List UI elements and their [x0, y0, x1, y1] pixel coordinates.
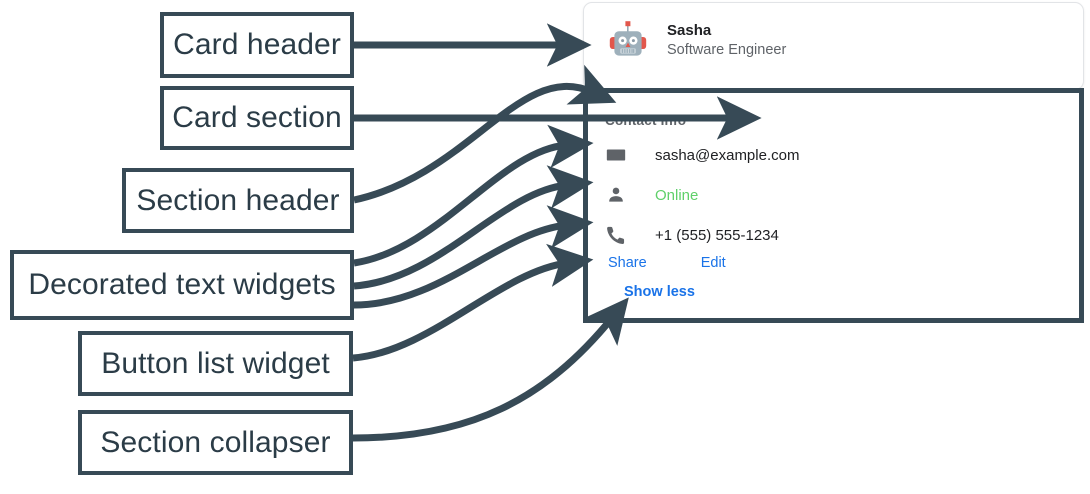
edit-button[interactable]: Edit — [695, 256, 732, 271]
callout-section-header-label: Section header — [136, 183, 340, 217]
callout-card-section-label: Card section — [172, 101, 342, 134]
decorated-text-email: sasha@example.com — [605, 144, 799, 166]
decorated-text-status-label: Online — [655, 186, 699, 204]
card-section-content: Contact Info sasha@example.com Online +1 — [596, 101, 1071, 310]
callout-button-list-widget: Button list widget — [78, 331, 353, 396]
arrow-button-list — [352, 243, 594, 362]
section-collapser-button[interactable]: Show less — [624, 284, 695, 300]
decorated-text-phone-label: +1 (555) 555-1234 — [655, 226, 779, 244]
arrow-section-collapser — [352, 297, 629, 442]
arrow-decorated-text-2 — [353, 165, 594, 290]
arrow-section-header — [353, 64, 617, 204]
card-header-text: Sasha Software Engineer — [667, 23, 786, 58]
decorated-text-phone: +1 (555) 555-1234 — [605, 224, 779, 246]
robot-avatar-icon — [609, 21, 647, 56]
card-header-subtitle: Software Engineer — [667, 41, 787, 58]
phone-icon — [607, 226, 625, 244]
section-header: Contact Info — [605, 113, 687, 128]
callout-card-section: Card section — [160, 86, 354, 150]
callout-section-collapser-label: Section collapser — [100, 425, 331, 459]
share-button[interactable]: Share — [602, 256, 653, 271]
email-icon — [606, 149, 626, 161]
callout-decorated-text-widgets-label: Decorated text widgets — [28, 268, 336, 301]
callout-card-header: Card header — [160, 12, 354, 78]
arrow-decorated-text-1 — [353, 124, 594, 267]
decorated-text-status: Online — [605, 184, 698, 206]
button-list-widget: Share Edit — [602, 256, 732, 271]
callout-button-list-widget-label: Button list widget — [101, 346, 330, 380]
card-section: Contact Info sasha@example.com Online +1 — [583, 88, 1084, 323]
callout-card-header-label: Card header — [173, 28, 341, 61]
card-header: Sasha Software Engineer — [606, 18, 786, 62]
callout-section-header: Section header — [122, 168, 354, 233]
decorated-text-email-label: sasha@example.com — [655, 146, 800, 164]
person-icon — [609, 187, 623, 202]
callout-decorated-text-widgets: Decorated text widgets — [10, 250, 354, 320]
contact-card: Sasha Software Engineer — [583, 2, 1084, 90]
callout-section-collapser: Section collapser — [78, 410, 353, 475]
arrow-decorated-text-3 — [353, 205, 594, 309]
card-header-title: Sasha — [667, 21, 712, 39]
